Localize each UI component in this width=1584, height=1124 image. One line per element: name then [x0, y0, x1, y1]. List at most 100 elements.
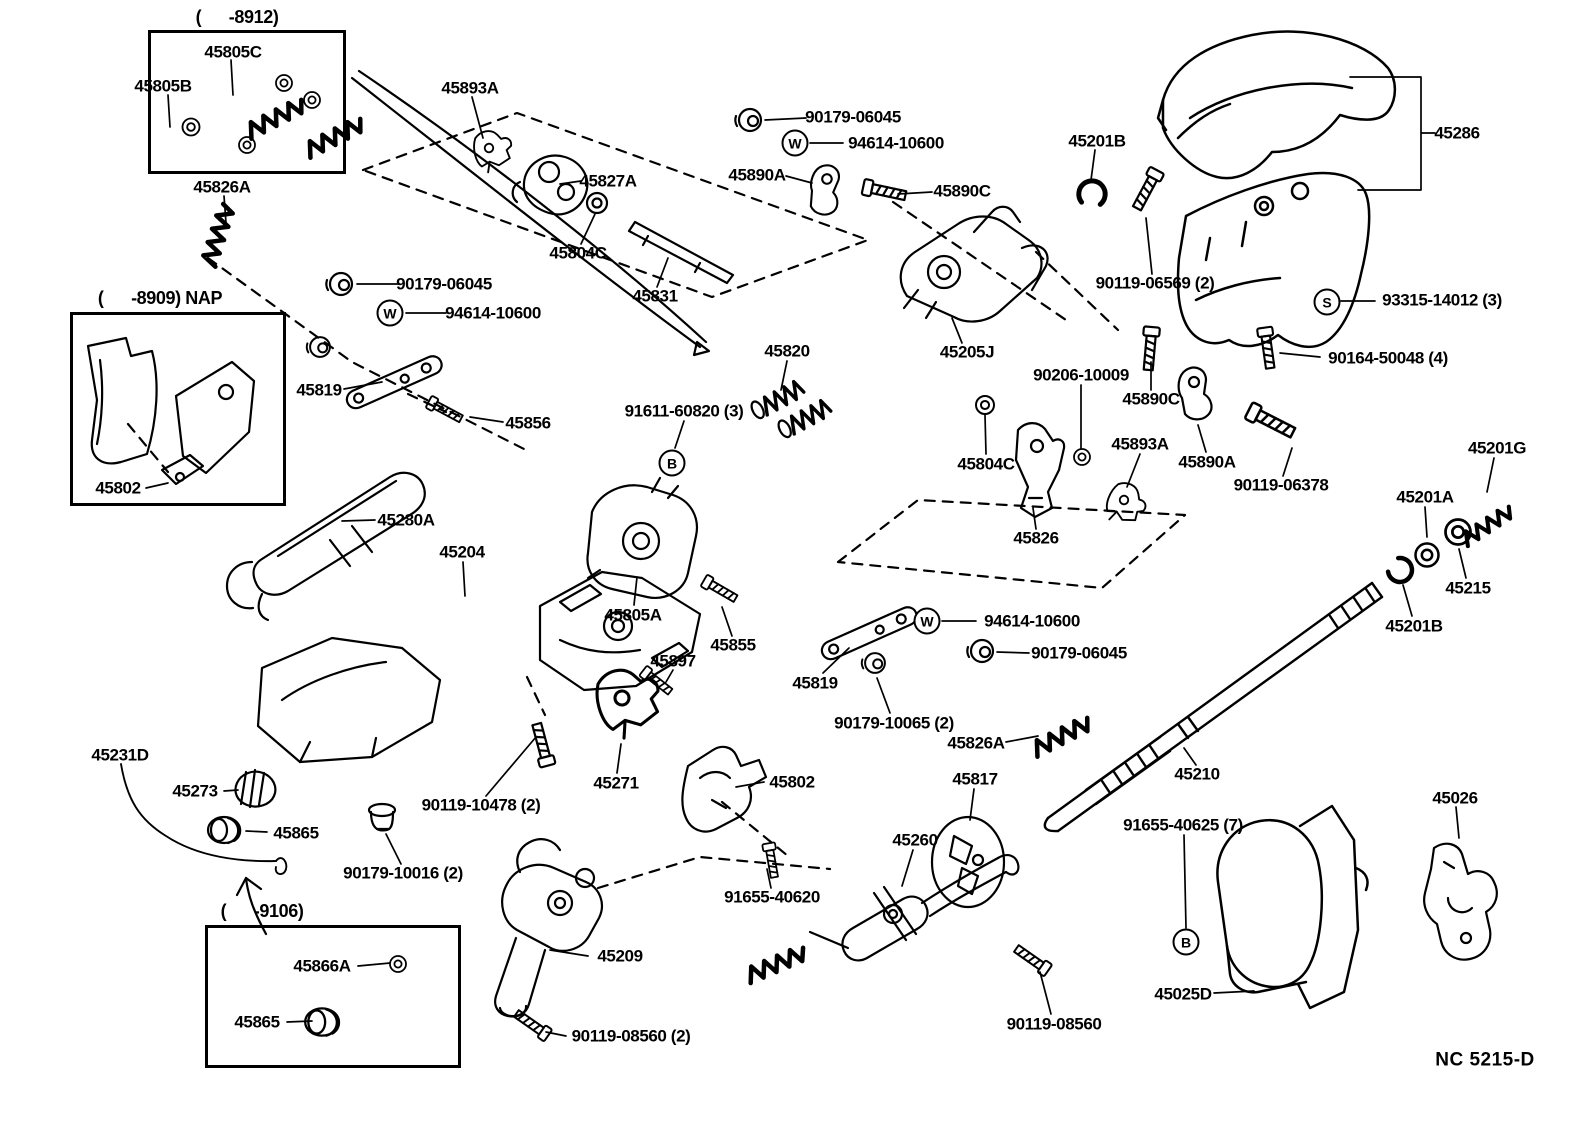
part-sketch-45826a-spring [1031, 715, 1093, 757]
part-label: 90179-06045 [805, 107, 901, 127]
part-sketch-45025d-cover [1216, 804, 1369, 1010]
part-sketch-45802-joint [681, 745, 768, 833]
bolt-icon [527, 720, 557, 769]
part-label: 90179-06045 [1031, 643, 1127, 663]
part-label: 45025D [1154, 984, 1212, 1004]
part-label: 45273 [172, 781, 218, 801]
part-sketch-stub-link [808, 930, 850, 950]
part-label: 45856 [505, 413, 551, 433]
part-sketch-45201a-bearing [1414, 542, 1440, 568]
part-label: 90179-10065 (2) [834, 713, 954, 733]
part-label: 45804C [549, 243, 607, 263]
part-sketch-45286-covers [1156, 30, 1397, 349]
part-sketch-nap-brackets [86, 336, 256, 486]
part-label: 45820 [764, 341, 810, 361]
part-label: 94614-10600 [445, 303, 541, 323]
part-label: 90119-06569 (2) [1095, 273, 1215, 293]
part-sketch-45819-link [817, 603, 921, 664]
part-sketch-45831-rod [627, 220, 735, 285]
part-label: 45201G [1467, 438, 1527, 458]
part-label: 45855 [710, 635, 756, 655]
part-label: 45890C [933, 181, 991, 201]
part-label: 45827A [579, 171, 637, 191]
part-sketch-45890a-lever [802, 160, 848, 219]
part-sketch-45820-screw [747, 377, 807, 422]
part-label: 45819 [792, 673, 838, 693]
part-label: 94614-10600 [848, 133, 944, 153]
part-label: 90119-06378 [1233, 475, 1329, 495]
part-label: 45280A [377, 510, 435, 530]
part-sketch-45826a-spring [201, 203, 234, 267]
part-sketch-45280a-tube [225, 471, 426, 622]
part-label: 45865 [273, 823, 319, 843]
part-sketch-45827a-plate [511, 154, 589, 216]
part-label: 91611-60820 (3) [624, 401, 744, 421]
part-sketch-90206-ring [1073, 448, 1091, 466]
part-label: 45805C [204, 42, 262, 62]
part-label: 45204 [439, 542, 485, 562]
part-label: 45205J [939, 342, 995, 362]
part-label: 45897 [650, 651, 696, 671]
part-label: 45210 [1174, 764, 1220, 784]
bolt-symbol: B [658, 449, 686, 477]
part-sketch-10016-grommet [367, 802, 397, 832]
part-label: 93315-14012 (3) [1382, 290, 1502, 310]
part-sketch-45209-yoke [494, 838, 603, 1018]
diagram-code: NC 5215-D [1435, 1049, 1535, 1071]
part-label: 45286 [1434, 123, 1480, 143]
bolt-icon [1255, 325, 1279, 371]
part-label: 45804C [957, 454, 1015, 474]
bolt-icon [1128, 165, 1166, 214]
screw-symbol: S [1313, 288, 1341, 316]
part-sketch-45893a-clamp [1099, 477, 1153, 533]
part-sketch-45856 [424, 394, 466, 426]
part-label: 45231D [91, 745, 149, 765]
part-label: 94614-10600 [984, 611, 1080, 631]
part-sketch-45804c-ring [585, 191, 609, 215]
part-label: 45271 [593, 773, 639, 793]
nut-icon [860, 652, 886, 674]
bolt-icon [1139, 325, 1162, 372]
nut-icon [734, 107, 763, 133]
part-label: 45866A [293, 956, 351, 976]
part-sketch-45201b-clip [1077, 179, 1107, 206]
washer-symbol: W [913, 607, 941, 635]
part-label: 45026 [1432, 788, 1478, 808]
part-label: 45819 [296, 380, 342, 400]
part-sketch-45855 [699, 573, 740, 606]
part-label: 90119-08560 (2) [571, 1026, 691, 1046]
bolt-icon [511, 1006, 554, 1043]
nut-icon [305, 336, 331, 358]
part-sketch-45826-bracket [1014, 422, 1066, 519]
part-sketch-45865-cap [206, 815, 242, 845]
part-label: 45890A [728, 165, 786, 185]
part-sketch-45804c-ring [975, 395, 995, 415]
washer-symbol: W [781, 129, 809, 157]
part-label: 90119-10478 (2) [421, 795, 541, 815]
part-label: 90119-08560 [1006, 1014, 1102, 1034]
inset-caption: ( -9106) [220, 901, 304, 921]
part-sketch-45205j [899, 205, 1049, 323]
nut-icon [966, 638, 995, 664]
inset-box-9106 [205, 925, 461, 1068]
part-label: 45802 [95, 478, 141, 498]
part-label: 45802 [769, 772, 815, 792]
part-label: 45805B [134, 76, 192, 96]
part-sketch-45273-knob [234, 768, 277, 809]
part-sketch-45204-bracket [538, 570, 702, 692]
part-label: 45890C [1122, 389, 1180, 409]
dashed-guides [126, 111, 1187, 890]
part-label: 45201B [1068, 131, 1126, 151]
part-label: 90164-50048 (4) [1328, 348, 1448, 368]
nut-icon [325, 271, 354, 297]
part-label: 45260 [892, 830, 938, 850]
bolt-icon [1011, 941, 1054, 978]
part-sketch-45026-yoke [1423, 842, 1498, 961]
part-sketch-45805a-housing [586, 476, 698, 599]
bolt-symbol: B [1172, 928, 1200, 956]
part-label: 45201A [1396, 487, 1454, 507]
part-label: 45215 [1445, 578, 1491, 598]
part-label: 45817 [952, 769, 998, 789]
part-label: 45831 [632, 286, 678, 306]
